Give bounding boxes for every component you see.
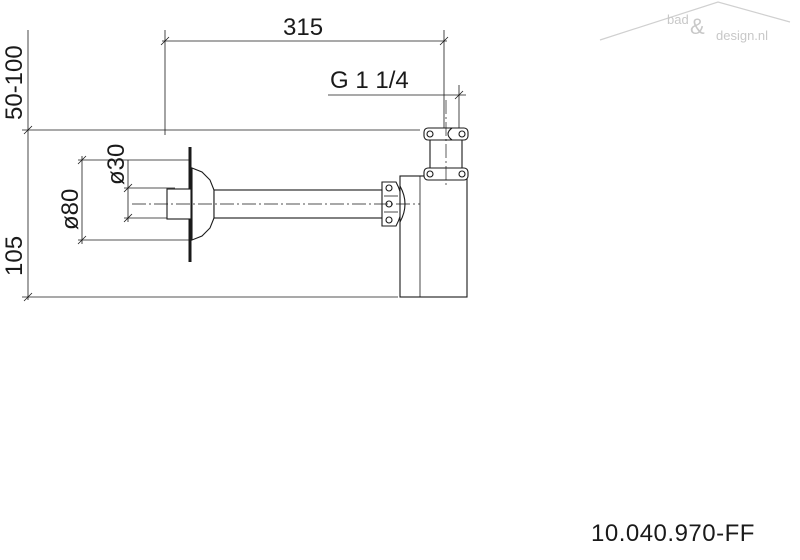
siphon-drawing	[132, 100, 469, 298]
siphon-bottle	[399, 175, 468, 298]
dimension-length-label: 315	[283, 14, 323, 41]
dimension-height-range-label: 50-100	[1, 45, 28, 120]
logo-ampersand: &	[690, 14, 705, 39]
dimension-diameter-large-label: ø80	[57, 189, 84, 230]
dimension-thread: G 1 1/4	[328, 67, 466, 165]
article-number: 10.040.970-FF	[591, 520, 755, 547]
logo: bad & design.nl	[599, 1, 791, 43]
dimension-length: 315	[160, 14, 449, 135]
dimension-diameter-small-label: ø30	[103, 144, 130, 185]
dimension-diameters: ø30 ø80	[57, 144, 190, 245]
dimension-heights: 50-100 105	[1, 30, 420, 302]
logo-text-left: bad	[667, 12, 689, 27]
dimension-thread-label: G 1 1/4	[330, 67, 409, 94]
logo-text-right: design.nl	[716, 28, 768, 43]
logo-house-icon	[599, 1, 791, 41]
dimension-height-lower-label: 105	[1, 236, 28, 276]
